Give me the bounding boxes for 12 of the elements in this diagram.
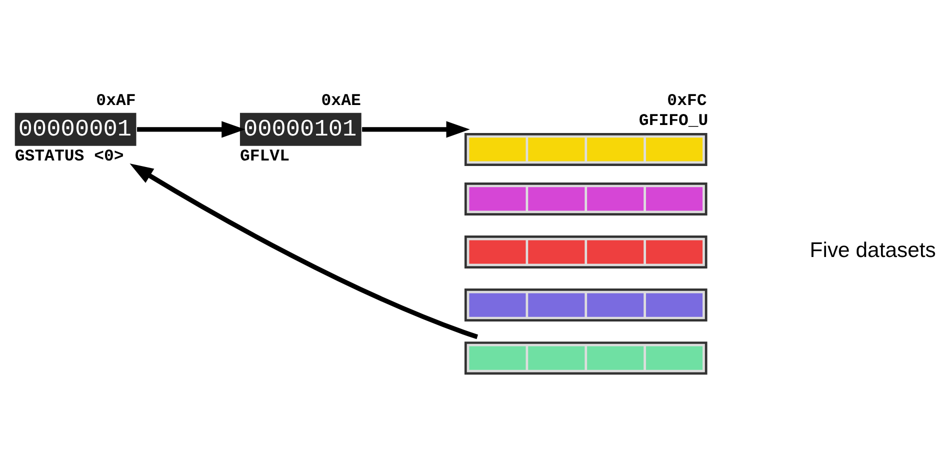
label: Five datasets [810, 239, 936, 262]
node-label: GSTATUS <0> [14, 146, 124, 166]
arrow [130, 164, 478, 340]
node-label: 0xFC [667, 90, 707, 110]
arrow [137, 121, 246, 138]
node-label: 0xAE [321, 90, 361, 110]
node-box: 00000001 [14, 112, 136, 146]
node-box: 00000101 [240, 112, 362, 146]
node-label: 0xAF [96, 90, 136, 110]
node-label: GFLVL [240, 146, 290, 166]
node-label: GFIFO_U [638, 110, 708, 130]
arrow [362, 121, 470, 138]
